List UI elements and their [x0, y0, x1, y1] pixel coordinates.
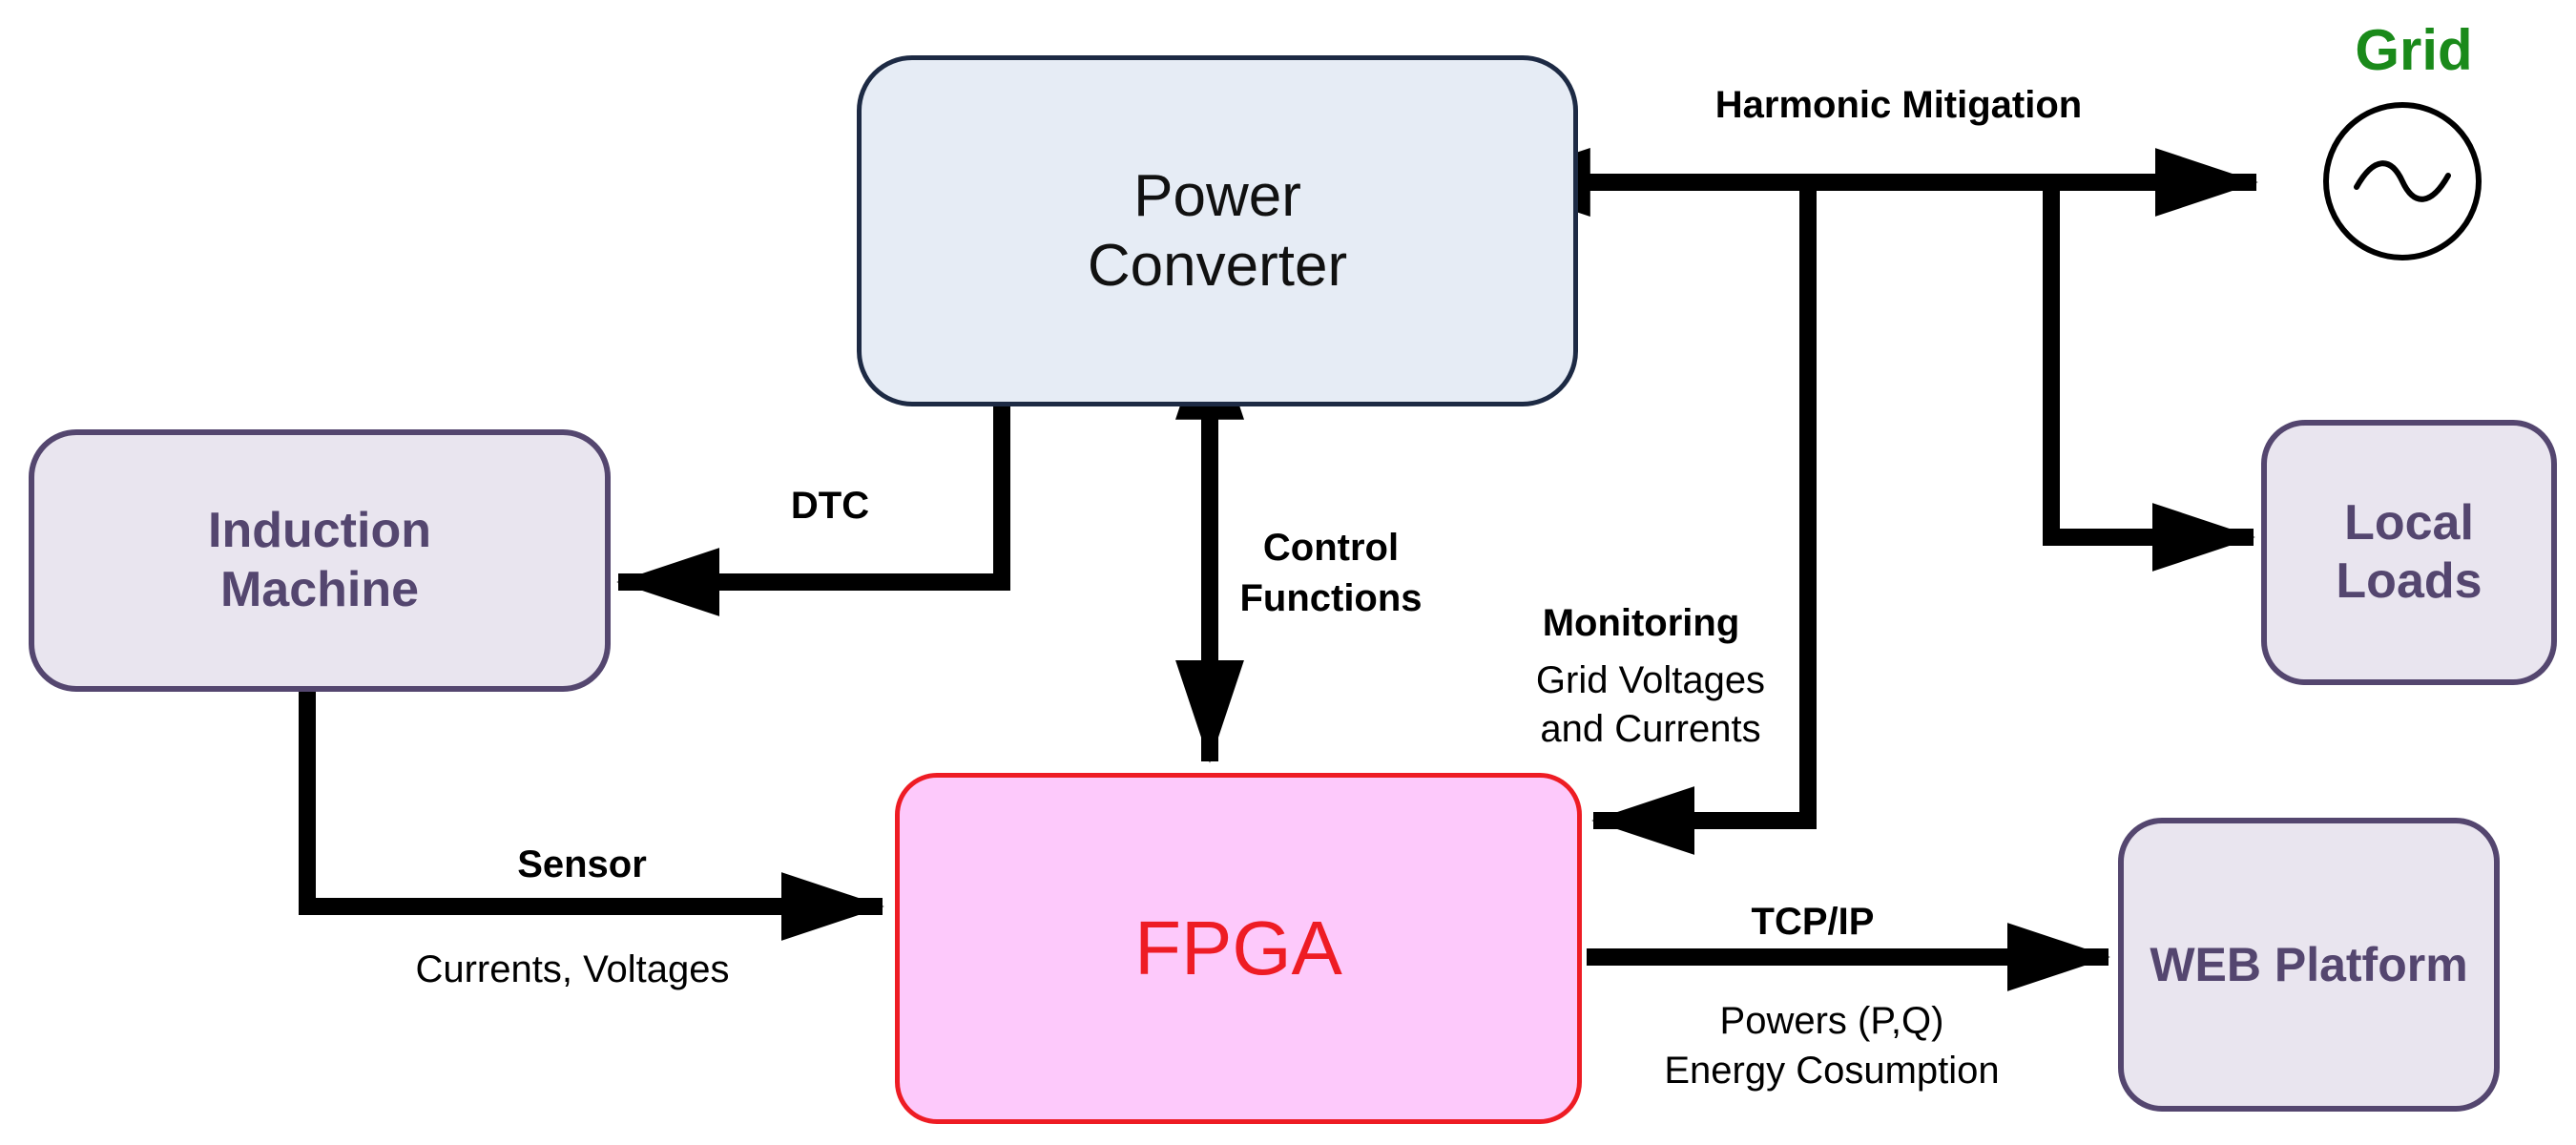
power-converter-line-2: Converter	[1087, 233, 1348, 299]
fpga-block: FPGA	[895, 773, 1582, 1124]
local-loads-line-2: Loads	[2336, 553, 2483, 609]
sensor-label: Sensor	[517, 843, 647, 885]
harmonic-mitigation-label: Harmonic Mitigation	[1714, 84, 2083, 126]
induction-machine-line-1: Induction	[208, 503, 431, 559]
dtc-wire	[616, 406, 1010, 616]
induction-machine-line-2: Machine	[219, 561, 420, 617]
power-converter-line-1: Power	[1133, 162, 1301, 229]
dtc-label: DTC	[790, 485, 870, 527]
control-functions-line-2: Functions	[1239, 576, 1423, 619]
tcp-ip-detail: Powers (P,Q) Energy Cosumption	[1622, 996, 2042, 1095]
sensor-wire	[299, 692, 884, 941]
control-functions-label: Control Functions	[1221, 523, 1441, 624]
power-converter-block: Power Converter	[857, 55, 1578, 406]
web-platform-label: WEB Platform	[2150, 937, 2468, 991]
local-loads-wire	[2043, 182, 2255, 572]
induction-machine-block: Induction Machine	[29, 429, 611, 692]
grid-title: Grid	[2355, 18, 2473, 82]
monitoring-detail-line-1: Grid Voltages	[1535, 659, 1766, 701]
local-loads-line-1: Local	[2344, 494, 2474, 551]
monitoring-detail-line-2: and Currents	[1540, 708, 1761, 751]
sensor-detail: Currents, Voltages	[415, 948, 730, 990]
web-platform-block: WEB Platform	[2118, 818, 2500, 1112]
tcp-ip-detail-line-1: Powers (P,Q)	[1719, 1000, 1944, 1042]
fpga-label: FPGA	[1134, 905, 1342, 990]
tcp-ip-label: TCP/IP	[1751, 901, 1875, 943]
tcp-ip-detail-line-2: Energy Cosumption	[1664, 1050, 2000, 1092]
monitoring-wire	[1591, 182, 1817, 855]
control-functions-line-1: Control	[1262, 527, 1400, 569]
monitoring-detail: Grid Voltages and Currents	[1507, 656, 1794, 754]
local-loads-block: Local Loads	[2261, 420, 2557, 685]
ac-source-icon	[2323, 102, 2482, 260]
monitoring-label: Monitoring	[1542, 602, 1740, 644]
